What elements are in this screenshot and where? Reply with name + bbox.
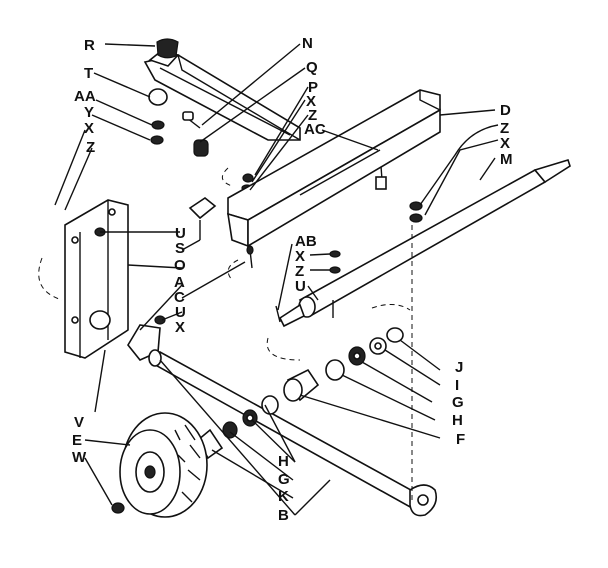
label-x2: X — [306, 93, 316, 110]
label-e: E — [72, 432, 82, 449]
label-g1: G — [452, 394, 464, 411]
label-z2: Z — [308, 107, 317, 124]
label-z1: Z — [86, 139, 95, 156]
label-b: B — [278, 507, 289, 524]
label-i: I — [455, 377, 459, 394]
label-h2: H — [278, 453, 289, 470]
label-x3: X — [500, 135, 510, 152]
label-s: S — [175, 240, 185, 257]
wheel-e-part — [111, 412, 208, 518]
label-v: V — [74, 414, 84, 431]
washer-x-z-parts — [329, 201, 423, 318]
alignment-dashes — [38, 167, 413, 500]
label-ac: AC — [304, 121, 326, 138]
axle-b-part — [148, 349, 438, 517]
label-u1: U — [175, 225, 186, 242]
label-k: K — [278, 488, 289, 505]
label-f: F — [456, 431, 465, 448]
label-ab: AB — [295, 233, 317, 250]
clip-s-part — [188, 197, 217, 240]
label-a: A — [174, 274, 185, 291]
leader-lines — [54, 43, 499, 516]
label-t: T — [84, 65, 93, 82]
washer-aa-y-parts — [150, 120, 165, 145]
label-o: O — [174, 257, 186, 274]
rod-m-part — [275, 159, 571, 328]
spring-p-part — [182, 111, 209, 157]
label-d: D — [500, 102, 511, 119]
label-w: W — [72, 449, 87, 466]
cap-t-part — [148, 88, 168, 106]
top-lever-part — [143, 51, 301, 141]
label-x4: X — [175, 319, 185, 336]
label-x1: X — [84, 120, 94, 137]
label-y: Y — [84, 104, 94, 121]
beam-d-part — [227, 89, 441, 248]
label-u3: U — [295, 278, 306, 295]
label-j: J — [455, 359, 463, 376]
label-z3: Z — [500, 120, 509, 137]
label-x5: X — [295, 248, 305, 265]
knob-r-part — [156, 38, 179, 59]
label-q: Q — [306, 59, 318, 76]
label-p: P — [308, 79, 318, 96]
spacers-near-wheel-parts — [196, 395, 279, 460]
label-aa: AA — [74, 88, 96, 105]
spacer-j-part — [386, 327, 404, 343]
bolt-c-part — [154, 245, 254, 325]
hub-f-part — [283, 368, 320, 402]
label-u2: U — [175, 304, 186, 321]
label-g2: G — [278, 471, 290, 488]
label-n: N — [302, 35, 313, 52]
washer-i-part — [369, 337, 387, 355]
label-r: R — [84, 37, 95, 54]
label-z4: Z — [295, 263, 304, 280]
bearing-g-part — [348, 346, 366, 366]
bushing-h-part — [325, 359, 345, 381]
label-h1: H — [452, 412, 463, 429]
label-c: C — [174, 289, 185, 306]
label-m: M — [500, 151, 513, 168]
side-plate-a-part — [64, 199, 129, 359]
